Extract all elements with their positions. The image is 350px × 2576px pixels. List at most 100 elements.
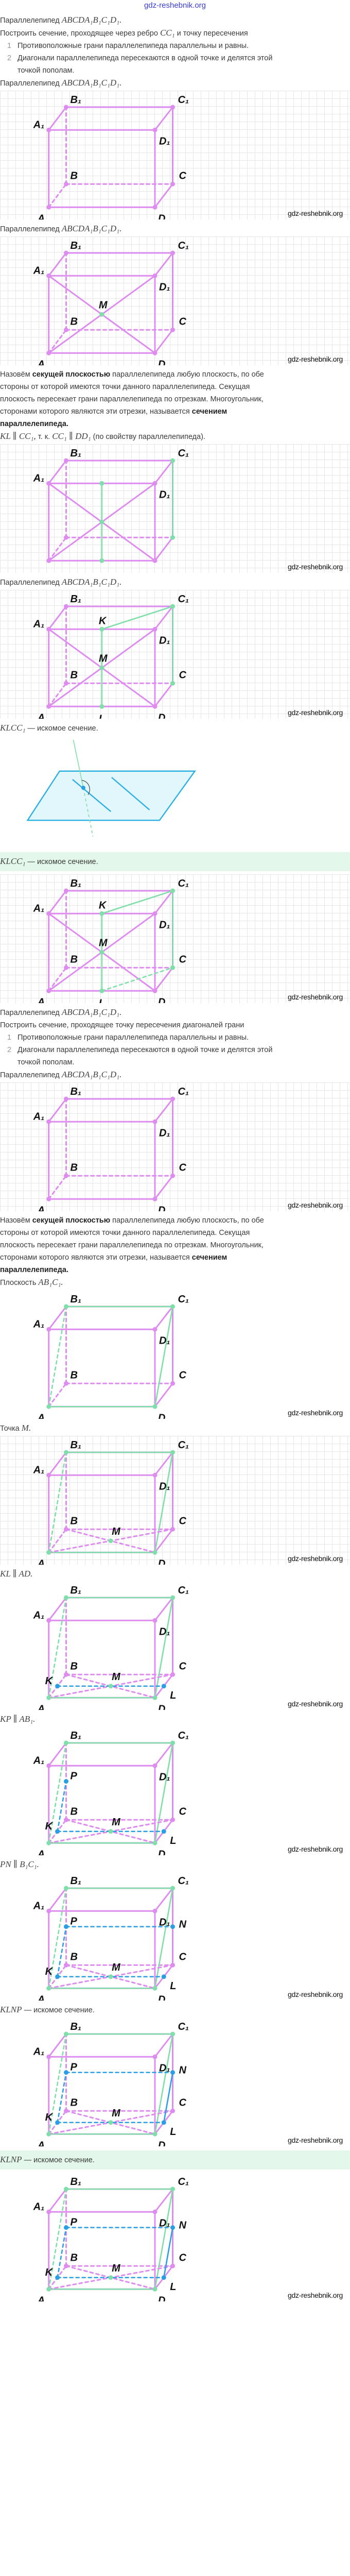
def-term: параллелепипеда. <box>0 1266 68 1274</box>
vertex-label-K: K <box>99 900 107 911</box>
vertex-label-M: M <box>112 1817 121 1828</box>
vertex-label-D: D <box>158 1412 165 1419</box>
point-A <box>46 1986 51 1991</box>
segment-A1-B1 <box>48 252 67 277</box>
segment-D-C1 <box>154 1306 173 1408</box>
point-D <box>152 1986 157 1991</box>
point-D <box>152 205 157 210</box>
segment-A-B1 <box>48 1887 67 1989</box>
segment-A-B <box>48 967 67 992</box>
vertex-label-A: A <box>37 1994 45 2001</box>
answer-line-highlighted: KLNP — искомое сечение. <box>0 2155 350 2165</box>
point-A <box>46 1550 51 1555</box>
problem1-title: Параллелепипед ABCDA₁B₁C₁D₁. <box>0 15 350 26</box>
vertex-label-L: L <box>170 1690 176 1701</box>
point-B <box>64 1173 68 1178</box>
line-on-plane-2 <box>111 776 150 810</box>
point-A <box>46 2131 51 2137</box>
watermark: gdz-reshebnik.org <box>288 1845 343 1853</box>
watermark: gdz-reshebnik.org <box>288 1554 343 1563</box>
point-B1 <box>64 1304 68 1309</box>
segment-A-B <box>48 1528 67 1553</box>
caption-text: Параллелепипед <box>0 1071 60 1079</box>
point-C <box>170 1173 175 1178</box>
perpendicular-line <box>73 739 84 788</box>
def-term: сечением <box>191 408 227 416</box>
point-A1 <box>46 1908 51 1913</box>
vertex-label-N: N <box>179 1919 187 1930</box>
vertex-label-A1: A₁ <box>33 1755 44 1766</box>
point-A <box>46 988 51 993</box>
segment-D1-C1 <box>154 605 173 630</box>
vertex-label-C: C <box>179 1515 187 1527</box>
vertex-label-M: M <box>112 2108 121 2119</box>
plane-line-svg <box>26 739 197 837</box>
point-B <box>64 2108 68 2113</box>
solid-name: ABCDA₁B₁C₁D₁. <box>61 1007 122 1017</box>
segment-D1-C1 <box>154 1306 173 1330</box>
point-A1 <box>46 1763 51 1768</box>
segment-A1-B1 <box>48 1306 67 1330</box>
vertex-label-B: B <box>71 1951 78 1962</box>
figure-svg: ABCDA₁B₁C₁D₁KML <box>33 594 189 724</box>
vertex-label-D1: D₁ <box>159 2217 170 2229</box>
segment-K-P <box>57 2227 67 2279</box>
vertex-label-D1: D₁ <box>159 1335 170 1346</box>
point-A1 <box>46 626 51 632</box>
def-text: Назовём <box>0 370 30 379</box>
site-watermark-link[interactable]: gdz-reshebnik.org <box>144 1 206 10</box>
vertex-label-L: L <box>170 2281 176 2293</box>
vertex-label-D1: D₁ <box>159 1917 170 1928</box>
point-M <box>99 312 104 317</box>
text: — искомое сечение. <box>24 2156 95 2164</box>
segment-A-B <box>48 329 67 354</box>
watermark: gdz-reshebnik.org <box>288 1700 343 1708</box>
vertex-label-B: B <box>71 954 78 965</box>
segment-K-P <box>57 1926 67 1978</box>
point-D1 <box>152 2054 157 2059</box>
answer-line-highlighted: KLCC₁ — искомое сечение. <box>0 856 350 867</box>
definition-line-2: стороны от которой имеются точки данного… <box>0 1229 250 1237</box>
point-B <box>64 1381 68 1386</box>
fact-number: 1 <box>7 1033 12 1042</box>
segment-A-B1 <box>48 1597 67 1699</box>
point-K <box>99 911 104 916</box>
point-M <box>99 519 104 524</box>
vertex-label-C1: C₁ <box>178 594 189 605</box>
segment-D1-C1 <box>154 1451 173 1476</box>
vertex-label-K: K <box>45 1675 54 1687</box>
step-kp: KP ∥ AB₁. <box>0 1714 36 1724</box>
point-B1 <box>64 2187 68 2192</box>
vertex-label-C: C <box>179 2252 187 2263</box>
segment-A1-B1 <box>48 1887 67 1912</box>
problem2-task: Построить сечение, проходящее точку пере… <box>0 1021 244 1029</box>
solid-name: ABCDA₁B₁C₁D₁. <box>61 224 122 233</box>
point-M <box>108 1974 113 1979</box>
vertex-label-P: P <box>71 1916 78 1927</box>
point-A <box>46 1695 51 1700</box>
def-text: сторонами которого являются эти отрезки,… <box>0 1253 190 1262</box>
vertex-label-B: B <box>71 170 78 181</box>
point-D1 <box>152 2209 157 2214</box>
vertex-label-C: C <box>179 954 187 965</box>
point-L <box>161 2275 166 2280</box>
segment-C-D <box>154 329 173 354</box>
definition-line-5: параллелепипеда. <box>0 1265 350 1275</box>
point-B <box>64 2263 68 2268</box>
watermark: gdz-reshebnik.org <box>288 993 343 1001</box>
vertex-label-C: C <box>179 2097 187 2108</box>
point-K <box>99 626 104 632</box>
vertex-label-A1: A₁ <box>33 2201 44 2212</box>
vertex-label-D: D <box>158 359 165 365</box>
fact-2-cont: точкой пополам. <box>18 66 75 75</box>
segment-L-C <box>101 967 173 992</box>
point-B1 <box>64 2031 68 2037</box>
